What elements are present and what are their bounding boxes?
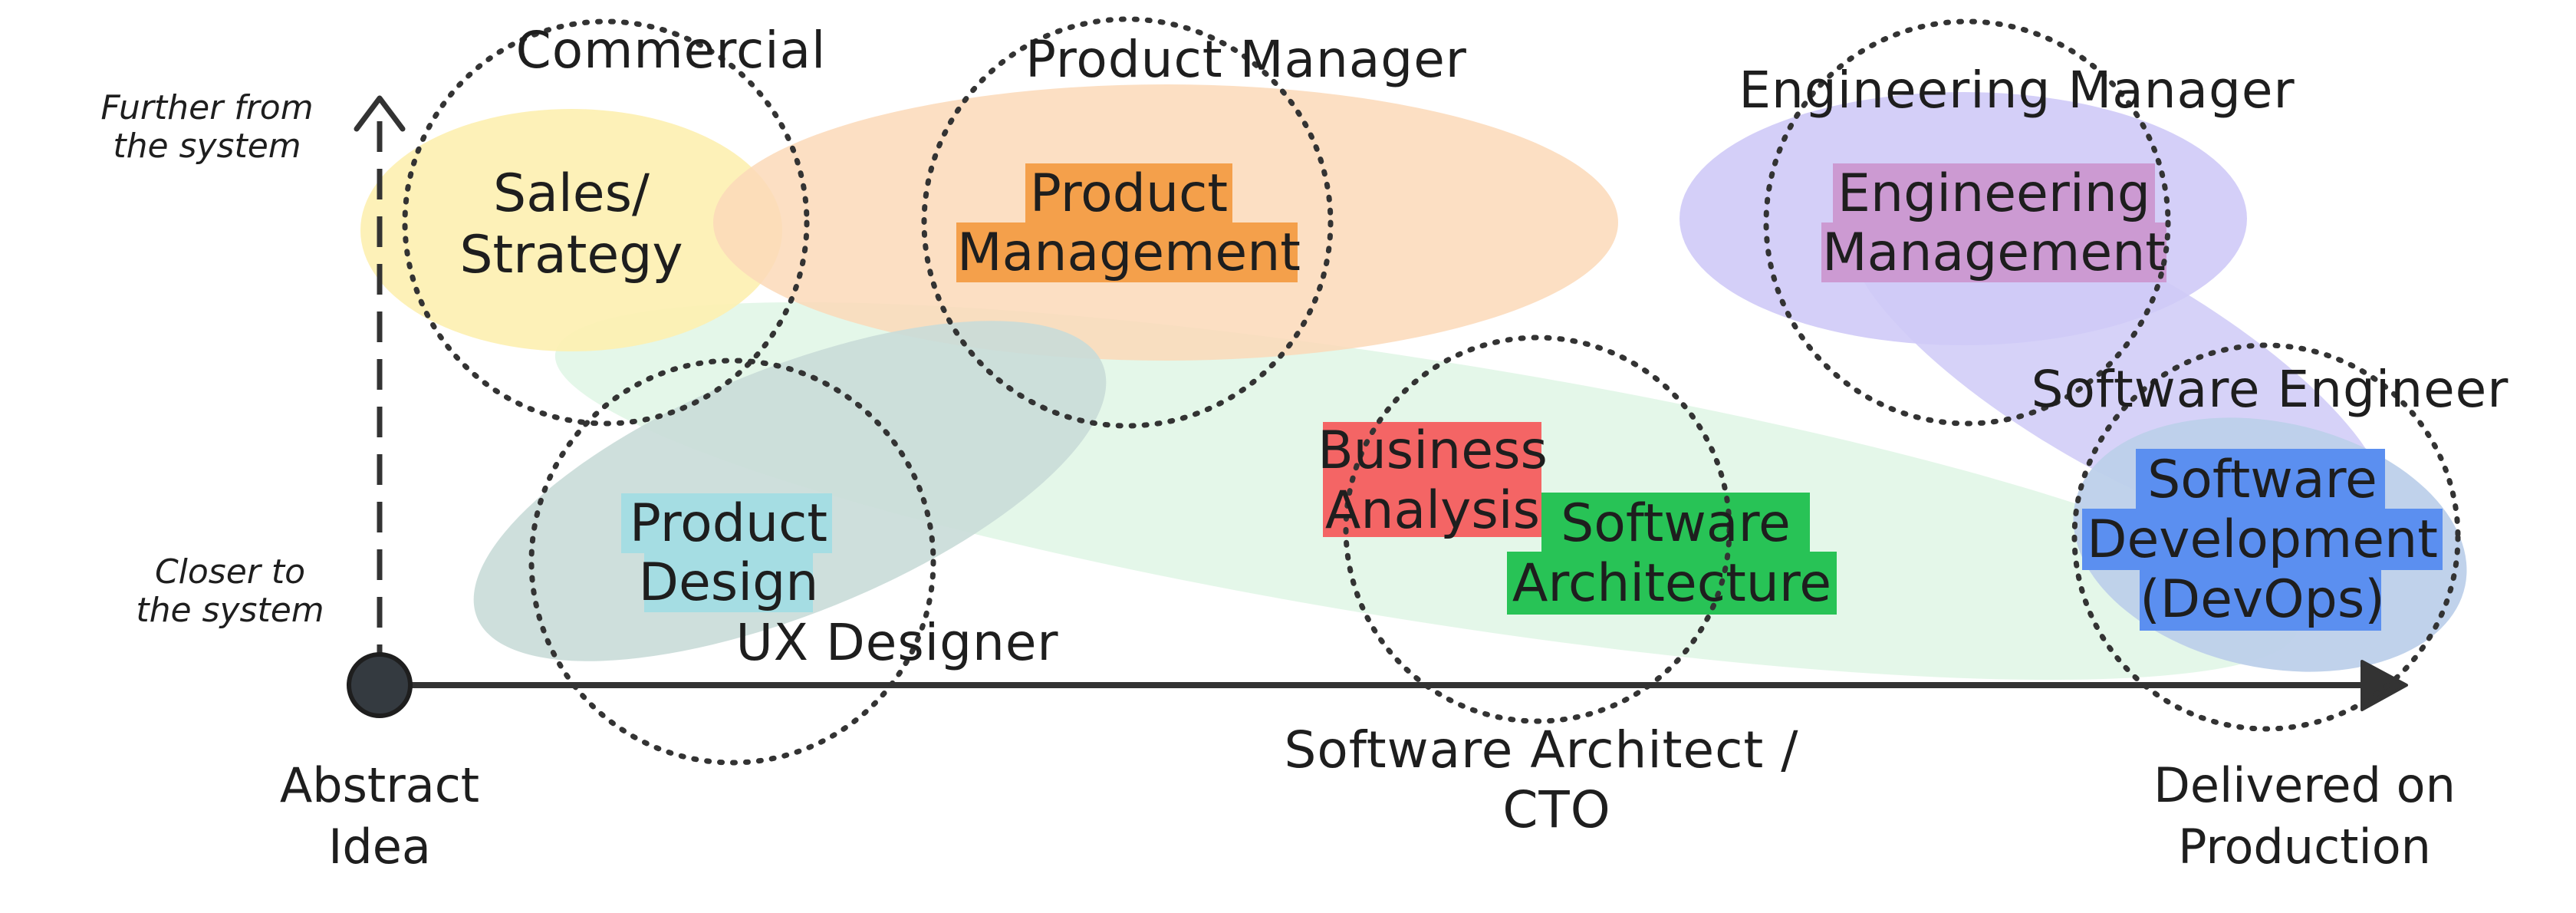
role-labels: Commercial Product Manager Engineering M… — [516, 21, 2509, 839]
area-business-analysis-line1: Business — [1318, 420, 1548, 481]
engineering-manager-circle — [1763, 18, 2171, 427]
commercial-circle — [402, 18, 810, 427]
role-software-engineer: Software Engineer — [2032, 360, 2509, 419]
role-software-architect-line2: CTO — [1502, 780, 1610, 839]
y-axis-top-label-line2: the system — [113, 127, 301, 166]
area-software-development-line2: Development — [2087, 509, 2438, 570]
area-highlights — [621, 163, 2443, 631]
y-axis-bottom-label-line1: Closer to — [155, 552, 305, 592]
role-circles — [402, 16, 2461, 766]
y-axis-top-label-line1: Further from — [100, 88, 313, 127]
product-design-highlight-2 — [644, 552, 813, 612]
area-product-management-line2: Management — [957, 222, 1301, 283]
product-design-highlight — [621, 493, 832, 553]
engineering-management-highlight-2 — [1821, 222, 2166, 282]
role-engineering-manager: Engineering Manager — [1739, 61, 2295, 120]
role-software-architect-line1: Software Architect / — [1284, 720, 1798, 780]
origin-dot — [347, 652, 413, 718]
y-axis-bottom-label-line2: the system — [136, 591, 324, 630]
product-design-blob — [473, 321, 1107, 661]
sales-strategy-blob — [360, 109, 782, 351]
software-architect-circle — [1343, 335, 1732, 724]
product-management-highlight-2 — [956, 222, 1298, 282]
area-engineering-management-line1: Engineering — [1837, 163, 2150, 224]
software-development-highlight-3 — [2140, 569, 2381, 631]
x-axis-end-label-line1: Delivered on — [2153, 757, 2456, 813]
x-axis-start-label-line2: Idea — [328, 819, 431, 875]
area-product-design-line2: Design — [639, 552, 819, 613]
product-manager-circle — [921, 16, 1334, 429]
software-development-highlight — [2136, 449, 2385, 510]
software-engineer-circle — [2071, 342, 2461, 732]
software-architecture-highlight — [1541, 493, 1810, 552]
x-axis-start-label-line1: Abstract — [280, 757, 479, 813]
axis-labels: Further from the system Closer to the sy… — [100, 88, 2455, 875]
area-product-management-line1: Product — [1030, 163, 1228, 224]
ux-designer-circle — [528, 358, 936, 766]
area-labels: Sales/ Strategy Product Management Engin… — [459, 163, 2438, 630]
product-management-highlight — [1025, 163, 1232, 223]
business-analysis-highlight — [1323, 422, 1541, 537]
area-product-design-line1: Product — [630, 493, 827, 554]
area-software-architecture-line2: Architecture — [1512, 553, 1831, 614]
area-software-development-line1: Software — [2147, 450, 2377, 510]
area-business-analysis-line2: Analysis — [1325, 480, 1540, 541]
area-software-development-line3: (DevOps) — [2140, 569, 2385, 630]
role-ux-designer: UX Designer — [735, 613, 1058, 672]
area-software-architecture-line1: Software — [1561, 493, 1791, 554]
y-axis-arrowhead — [354, 95, 406, 132]
area-engineering-management-line2: Management — [1822, 222, 2166, 283]
area-sales-strategy-line1: Sales/ — [493, 163, 650, 224]
role-product-manager: Product Manager — [1025, 30, 1467, 89]
role-commercial: Commercial — [516, 21, 827, 80]
software-development-highlight-2 — [2082, 509, 2443, 570]
x-axis-end-label-line2: Production — [2178, 819, 2431, 875]
software-architecture-highlight-2 — [1507, 552, 1837, 615]
area-sales-strategy-line2: Strategy — [459, 225, 683, 285]
engineering-management-highlight — [1833, 163, 2155, 223]
